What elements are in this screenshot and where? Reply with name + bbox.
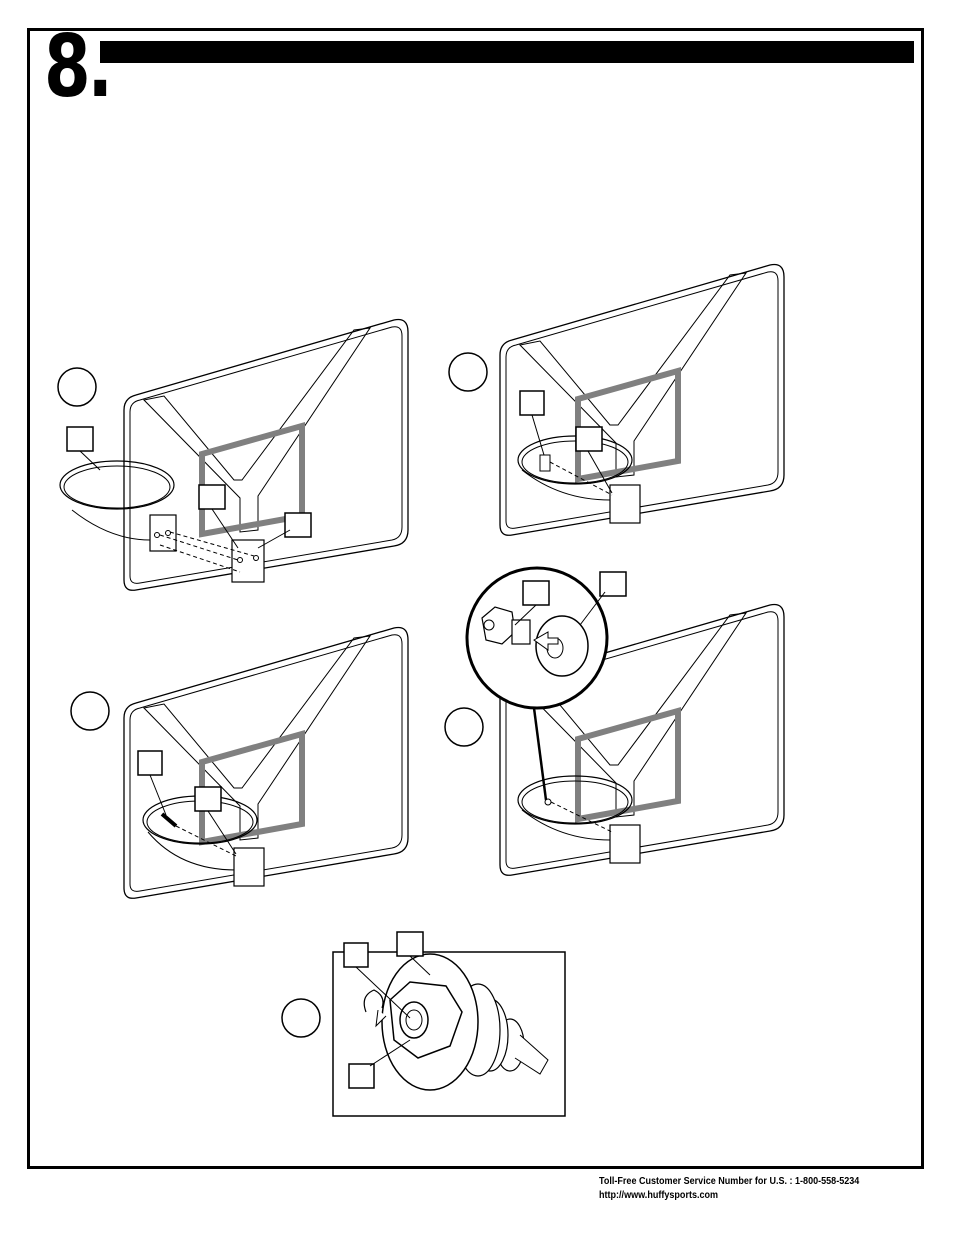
panel-1-board <box>57 320 408 591</box>
page-frame <box>27 28 924 1169</box>
customer-service-phone: Toll-Free Customer Service Number for U.… <box>599 1175 860 1187</box>
step-title-bar <box>100 41 914 63</box>
panel-3-board <box>70 628 408 899</box>
panel-4-board <box>444 566 784 875</box>
panel-5-detail <box>281 931 566 1117</box>
panel-2-board <box>448 265 784 536</box>
footer: Toll-Free Customer Service Number for U.… <box>599 1174 859 1202</box>
step-number: 8. <box>44 17 113 117</box>
website-url[interactable]: http://www.huffysports.com <box>599 1189 719 1201</box>
